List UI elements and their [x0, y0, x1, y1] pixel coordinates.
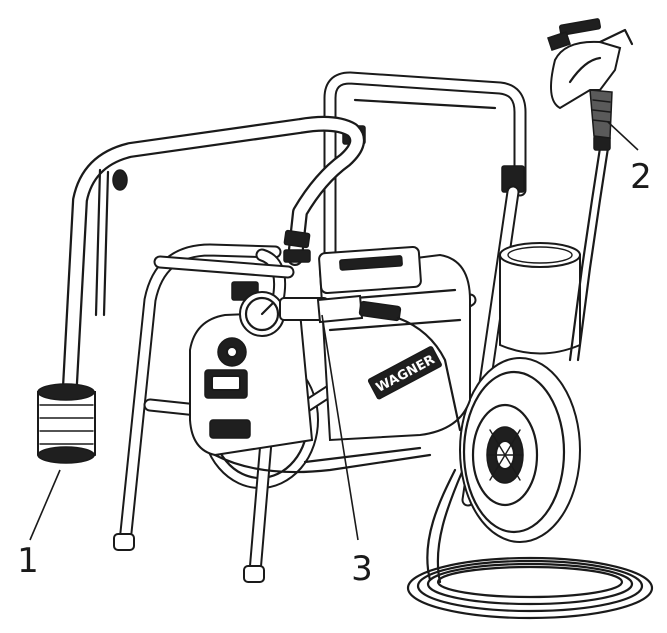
- brand-plate: [367, 346, 442, 400]
- callout-2: 2: [607, 121, 652, 197]
- callout-1: 1: [17, 469, 61, 581]
- suction-strainer: [37, 383, 96, 464]
- foot: [243, 565, 265, 583]
- pump-outlet: [316, 294, 462, 432]
- motor-housing: WAGNER: [189, 245, 471, 474]
- callout-label: 1: [17, 541, 39, 581]
- suction-tube: [62, 115, 366, 393]
- callout-label: 2: [630, 157, 652, 197]
- wheel: [459, 357, 581, 543]
- callout-label: 3: [351, 549, 373, 589]
- switch-box: [209, 419, 251, 439]
- foot: [113, 533, 135, 551]
- spray-gun: [547, 18, 634, 362]
- callout-3: 3: [321, 314, 373, 589]
- hose-coil: [406, 468, 654, 620]
- pressure-gauge: [231, 281, 329, 337]
- paint-bucket: [499, 242, 581, 355]
